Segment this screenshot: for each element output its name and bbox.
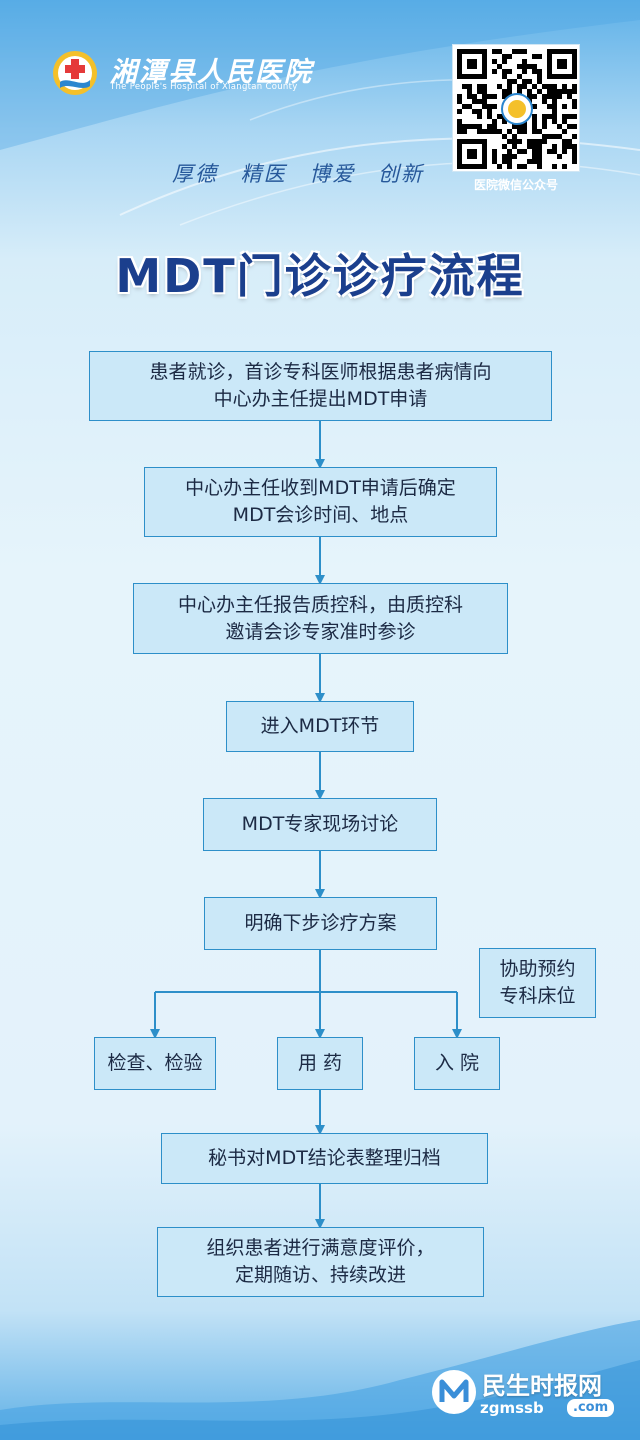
hospital-name: 湘潭县人民医院 <box>110 57 313 88</box>
hospital-cross-logo-icon <box>53 51 97 95</box>
watermark-tld: .com <box>567 1399 615 1417</box>
page-title: MDT门诊诊疗流程 <box>115 249 525 303</box>
bottom-wave-decoration <box>0 1320 640 1440</box>
flow-step-2: 中心办主任收到MDT申请后确定 MDT会诊时间、地点 <box>144 467 497 537</box>
watermark-logo-icon <box>432 1370 476 1414</box>
flow-step-6: 明确下步诊疗方案 <box>204 897 437 950</box>
flow-branch-medication: 用 药 <box>277 1037 363 1090</box>
flow-step-1: 患者就诊，首诊专科医师根据患者病情向 中心办主任提出MDT申请 <box>89 351 552 421</box>
admission-note: 协助预约 专科床位 <box>479 948 596 1018</box>
flow-step-5: MDT专家现场讨论 <box>203 798 437 851</box>
hospital-motto: 厚德 精医 博爱 创新 <box>172 162 425 186</box>
flow-step-7: 秘书对MDT结论表整理归档 <box>161 1133 488 1184</box>
wechat-qr-code-icon <box>452 44 580 172</box>
flow-step-4: 进入MDT环节 <box>226 701 414 752</box>
watermark-url: zgmssb <box>480 1399 544 1417</box>
qr-caption: 医院微信公众号 <box>473 178 558 192</box>
hospital-name-english: The People's Hospital of Xiangtan County <box>110 82 298 92</box>
watermark-name: 民生时报网 <box>482 1371 602 1400</box>
flow-step-3: 中心办主任报告质控科，由质控科 邀请会诊专家准时参诊 <box>133 583 508 654</box>
flow-step-8: 组织患者进行满意度评价， 定期随访、持续改进 <box>157 1227 484 1297</box>
flow-branch-admission: 入 院 <box>414 1037 500 1090</box>
flow-branch-exam: 检查、检验 <box>94 1037 216 1090</box>
